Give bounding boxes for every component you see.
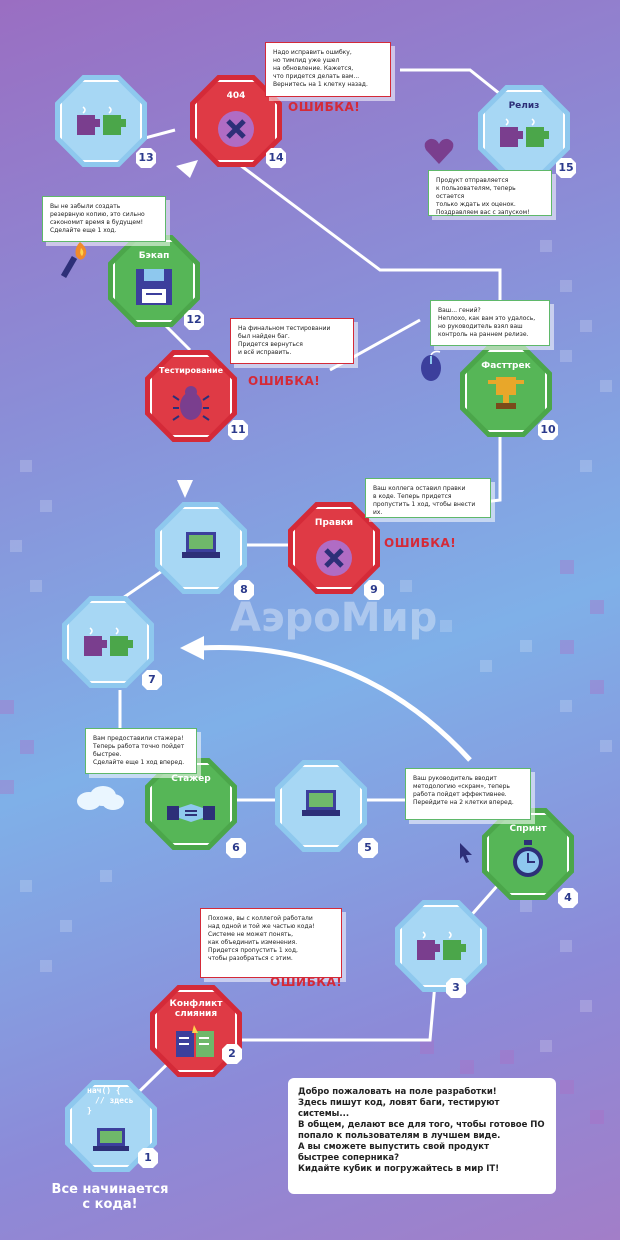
cell-number: 2: [222, 1044, 242, 1064]
cell-number: 10: [538, 420, 558, 440]
x-mark-icon: [316, 540, 352, 576]
event-card-4: Ваш руководитель вводит методологию «скр…: [405, 768, 531, 820]
cell-number: 4: [558, 888, 578, 908]
cell-5[interactable]: [275, 760, 367, 852]
laptop-icon: [182, 532, 220, 558]
cell-number: 5: [358, 838, 378, 858]
cell-11[interactable]: Тестирование: [145, 350, 237, 442]
cell-7[interactable]: [62, 596, 154, 688]
watermark: АэроМир: [230, 595, 438, 641]
cell-label: 404: [226, 91, 246, 101]
cell-label: Стажер: [171, 774, 211, 784]
cell-number: 8: [234, 580, 254, 600]
cell-label: Конфликт слияния: [169, 999, 223, 1019]
cell-label: Тестирование: [158, 366, 224, 375]
error-label: ОШИБКА!: [248, 374, 321, 388]
event-card-15: Продукт отправляется к пользователям, те…: [428, 170, 552, 216]
laptop-icon: [302, 790, 340, 816]
torch-icon: [60, 242, 87, 279]
cell-10[interactable]: Фасттрек: [460, 345, 552, 437]
stopwatch-icon: [513, 840, 543, 877]
cell-label: Релиз: [508, 101, 540, 111]
coffee-cups-icon: [500, 118, 549, 147]
coffee-cups-icon: [417, 931, 466, 960]
cell-9[interactable]: Правки: [288, 502, 380, 594]
cell-number: 14: [266, 148, 286, 168]
error-label: ОШИБКА!: [270, 975, 343, 989]
cell-4[interactable]: Спринт: [482, 808, 574, 900]
coffee-cups-icon: [84, 627, 133, 656]
cursor-icon: [460, 843, 472, 863]
trophy-icon: [488, 377, 524, 409]
cell-number: 7: [142, 670, 162, 690]
cell-1[interactable]: нач() { // здесь }: [65, 1080, 157, 1172]
cell-number: 1: [138, 1148, 158, 1168]
floppy-disk-icon: [136, 269, 172, 305]
bug-icon: [172, 386, 210, 421]
cell-number: 3: [446, 978, 466, 998]
error-label: ОШИБКА!: [288, 100, 361, 114]
cell-13[interactable]: [55, 75, 147, 167]
start-caption: Все начинается с кода!: [51, 1182, 169, 1212]
cell-14[interactable]: 404: [190, 75, 282, 167]
cell-3[interactable]: [395, 900, 487, 992]
event-card-10: Ваш... гений? Неплохо, как вам это удало…: [430, 300, 550, 346]
code-snippet: нач() { // здесь }: [87, 1086, 134, 1115]
mouse-icon: [421, 350, 441, 381]
cell-label: Правки: [314, 518, 354, 528]
event-card-12: Вы не забыли создать резервную копию, эт…: [42, 196, 166, 242]
cell-label: Спринт: [509, 824, 547, 834]
x-mark-icon: [218, 111, 254, 147]
event-card-11: На финальном тестировании был найден баг…: [230, 318, 354, 364]
cell-number: 12: [184, 310, 204, 330]
cell-number: 6: [226, 838, 246, 858]
cloud-icon: [77, 786, 124, 810]
error-label: ОШИБКА!: [384, 536, 457, 550]
cell-15[interactable]: Релиз: [478, 85, 570, 177]
merge-conflict-icon: [176, 1025, 214, 1057]
laptop-icon: [93, 1128, 129, 1151]
handshake-icon: [167, 804, 215, 822]
coffee-cups-icon: [77, 106, 126, 135]
event-card-6: Вам предоставили стажера! Теперь работа …: [85, 728, 197, 774]
cell-12[interactable]: Бэкап: [108, 235, 200, 327]
event-card-9: Ваш коллега оставил правки в коде. Тепер…: [365, 478, 491, 518]
cell-label: Фасттрек: [481, 361, 531, 371]
event-card-2: Похоже, вы с коллегой работали над одной…: [200, 908, 342, 978]
event-card-14: Надо исправить ошибку, но тимлид уже уше…: [265, 42, 391, 97]
cell-label: Бэкап: [138, 251, 170, 261]
heart-icon: [424, 138, 454, 164]
cell-8[interactable]: [155, 502, 247, 594]
intro-panel: Добро пожаловать на поле разработки! Зде…: [288, 1078, 556, 1194]
cell-number: 15: [556, 158, 576, 178]
cell-number: 13: [136, 148, 156, 168]
cell-number: 11: [228, 420, 248, 440]
cell-number: 9: [364, 580, 384, 600]
